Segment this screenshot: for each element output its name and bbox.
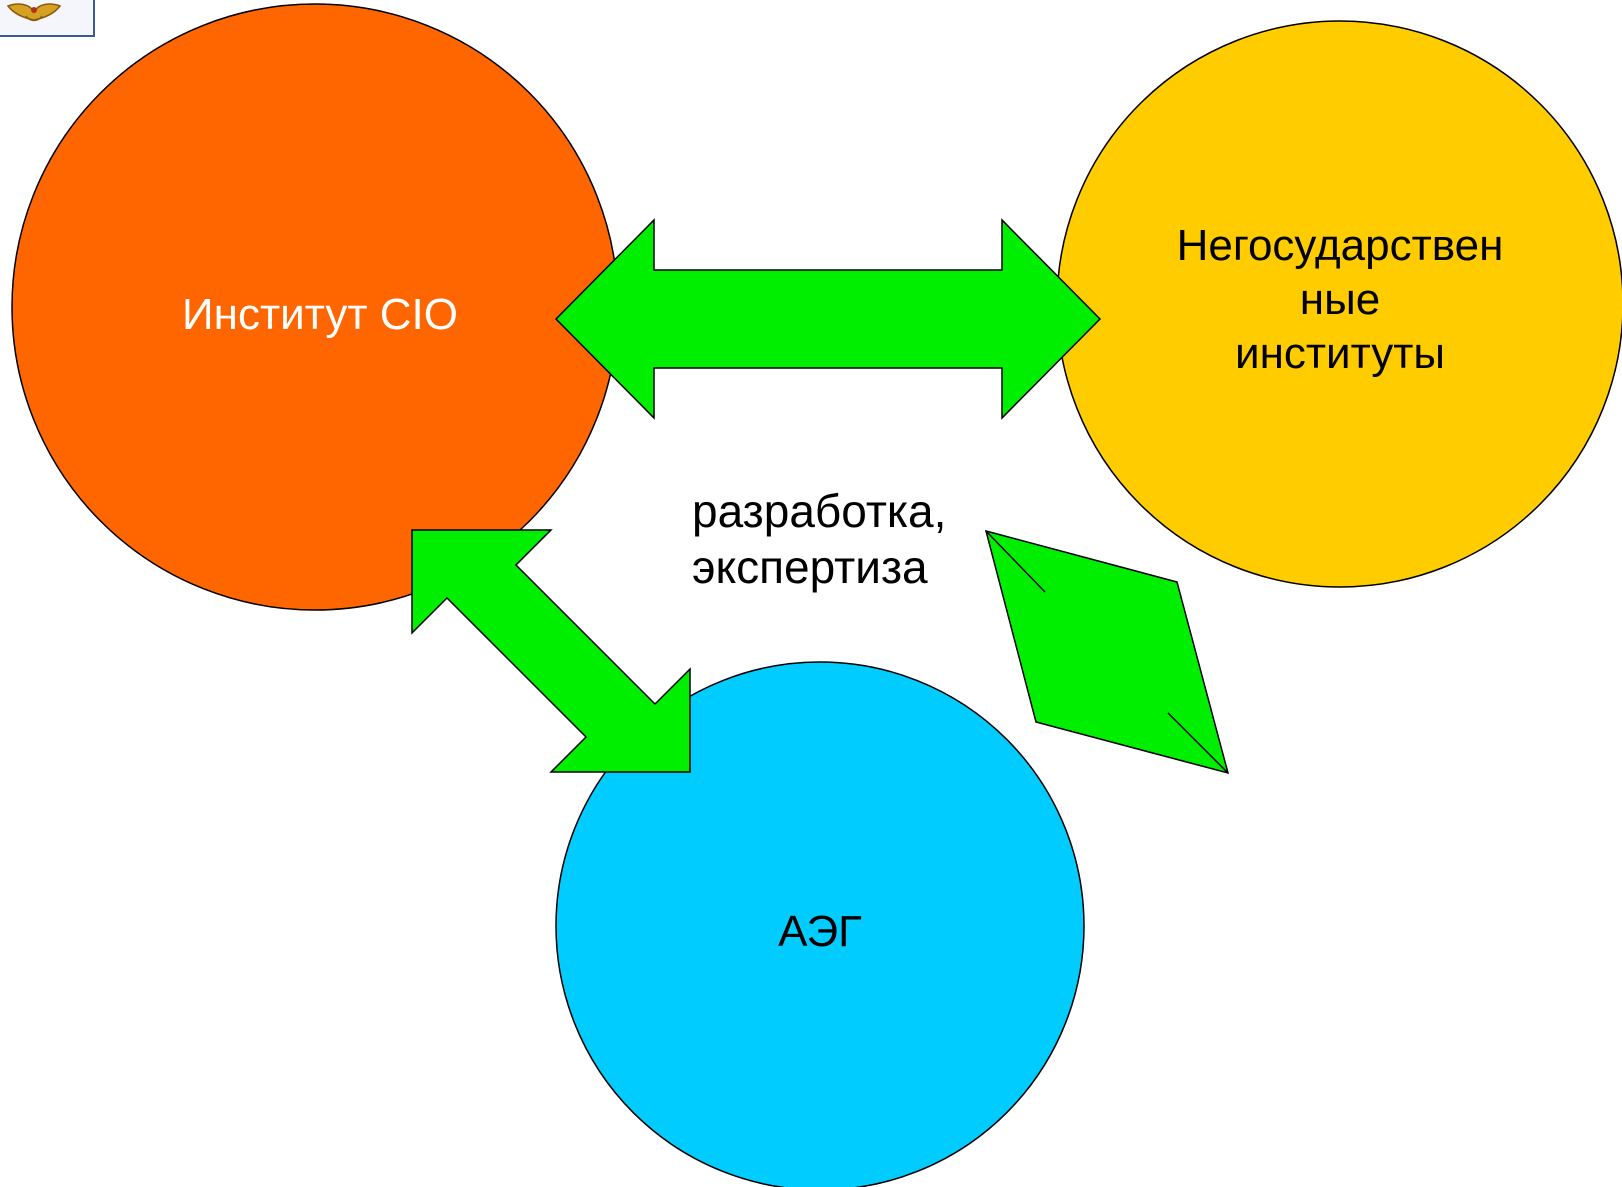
arrow-left-bottom xyxy=(411,529,691,773)
emblem-icon xyxy=(0,0,95,37)
node-right-label: Негосударствен ные институты xyxy=(1176,221,1504,378)
node-bottom-circle xyxy=(555,661,1085,1187)
relation-label: разработка, экспертиза xyxy=(692,485,947,593)
node-left-label: Институт СІО xyxy=(182,290,458,339)
arrow-left-right xyxy=(554,218,1102,420)
arrow-right-bottom xyxy=(984,529,1230,775)
node-bottom-label: АЭГ xyxy=(778,907,862,956)
